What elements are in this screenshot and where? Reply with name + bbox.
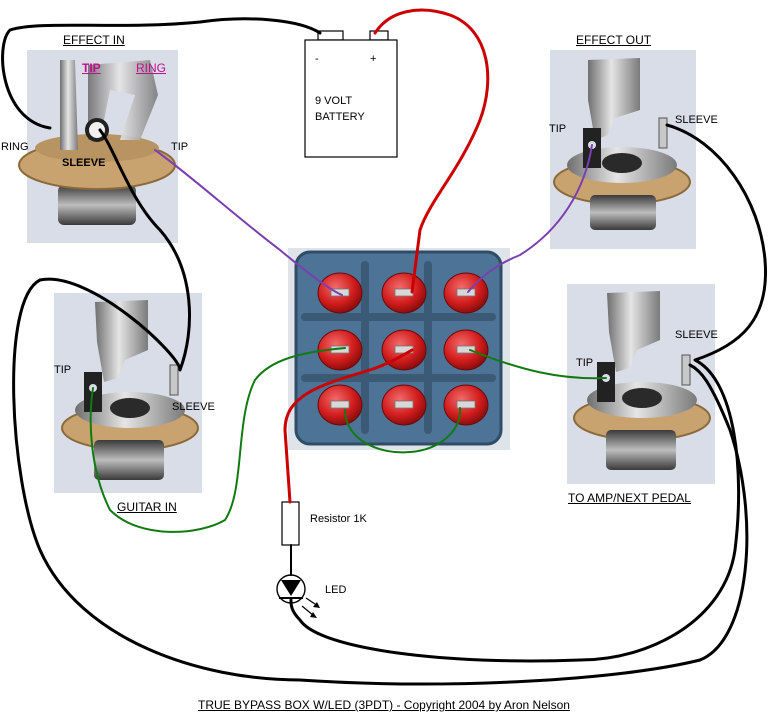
label-effect-in: EFFECT IN xyxy=(63,33,125,47)
wire-red-led-feed xyxy=(283,348,414,504)
switch-lug xyxy=(317,384,363,426)
label-guitar-in-sleeve: SLEEVE xyxy=(172,401,215,413)
jack-effect-in xyxy=(18,50,178,243)
label-guitar-in-tip: TIP xyxy=(54,364,72,376)
led-label: LED xyxy=(325,584,347,596)
wire-black-ground-loop xyxy=(12,128,749,686)
wire-green-to-amp xyxy=(469,349,607,380)
label-to-amp-tip: TIP xyxy=(576,357,594,369)
battery xyxy=(304,30,398,158)
wire-purple-effect-in-tip xyxy=(154,149,343,296)
jack-guitar-in xyxy=(54,293,202,493)
label-effect-in-sleeve: SLEEVE xyxy=(62,157,106,169)
label-effect-in-ring: RING xyxy=(136,61,166,75)
switch-lug xyxy=(443,329,489,371)
battery-minus-label: - xyxy=(315,53,319,65)
label-effect-out-tip: TIP xyxy=(549,123,567,135)
resistor xyxy=(281,501,300,546)
switch-lug xyxy=(381,384,427,426)
wire-green-switch-jumper xyxy=(344,407,462,454)
switch-lug xyxy=(381,272,427,314)
label-effect-out: EFFECT OUT xyxy=(576,33,652,47)
label-effect-in-tip-right: TIP xyxy=(171,141,189,153)
wire-black-battery-neg xyxy=(1,17,322,130)
battery-label-line2: BATTERY xyxy=(315,111,365,123)
switch-lugs xyxy=(317,272,489,426)
jack-effect-out xyxy=(550,50,696,249)
wire-purple-effect-out-tip xyxy=(467,144,593,293)
label-effect-in-ring-left: RING xyxy=(1,141,29,153)
label-to-amp-sleeve: SLEEVE xyxy=(675,329,718,341)
wire-black-sleeve-chain xyxy=(289,123,768,663)
resistor-label: Resistor 1K xyxy=(310,513,367,525)
wire-red-battery-pos xyxy=(373,8,490,294)
led xyxy=(276,574,320,618)
wire-green-guitar-in xyxy=(89,347,346,533)
label-effect-in-tip: TIP xyxy=(82,61,101,75)
label-to-amp: TO AMP/NEXT PEDAL xyxy=(568,491,691,505)
label-guitar-in: GUITAR IN xyxy=(117,500,177,514)
battery-label-line1: 9 VOLT xyxy=(315,95,353,107)
label-effect-out-sleeve: SLEEVE xyxy=(675,114,718,126)
jack-to-amp xyxy=(567,284,715,484)
battery-plus-label: + xyxy=(370,53,377,65)
switch-lug xyxy=(443,384,489,426)
footer-title: TRUE BYPASS BOX W/LED (3PDT) - Copyright… xyxy=(198,698,570,712)
